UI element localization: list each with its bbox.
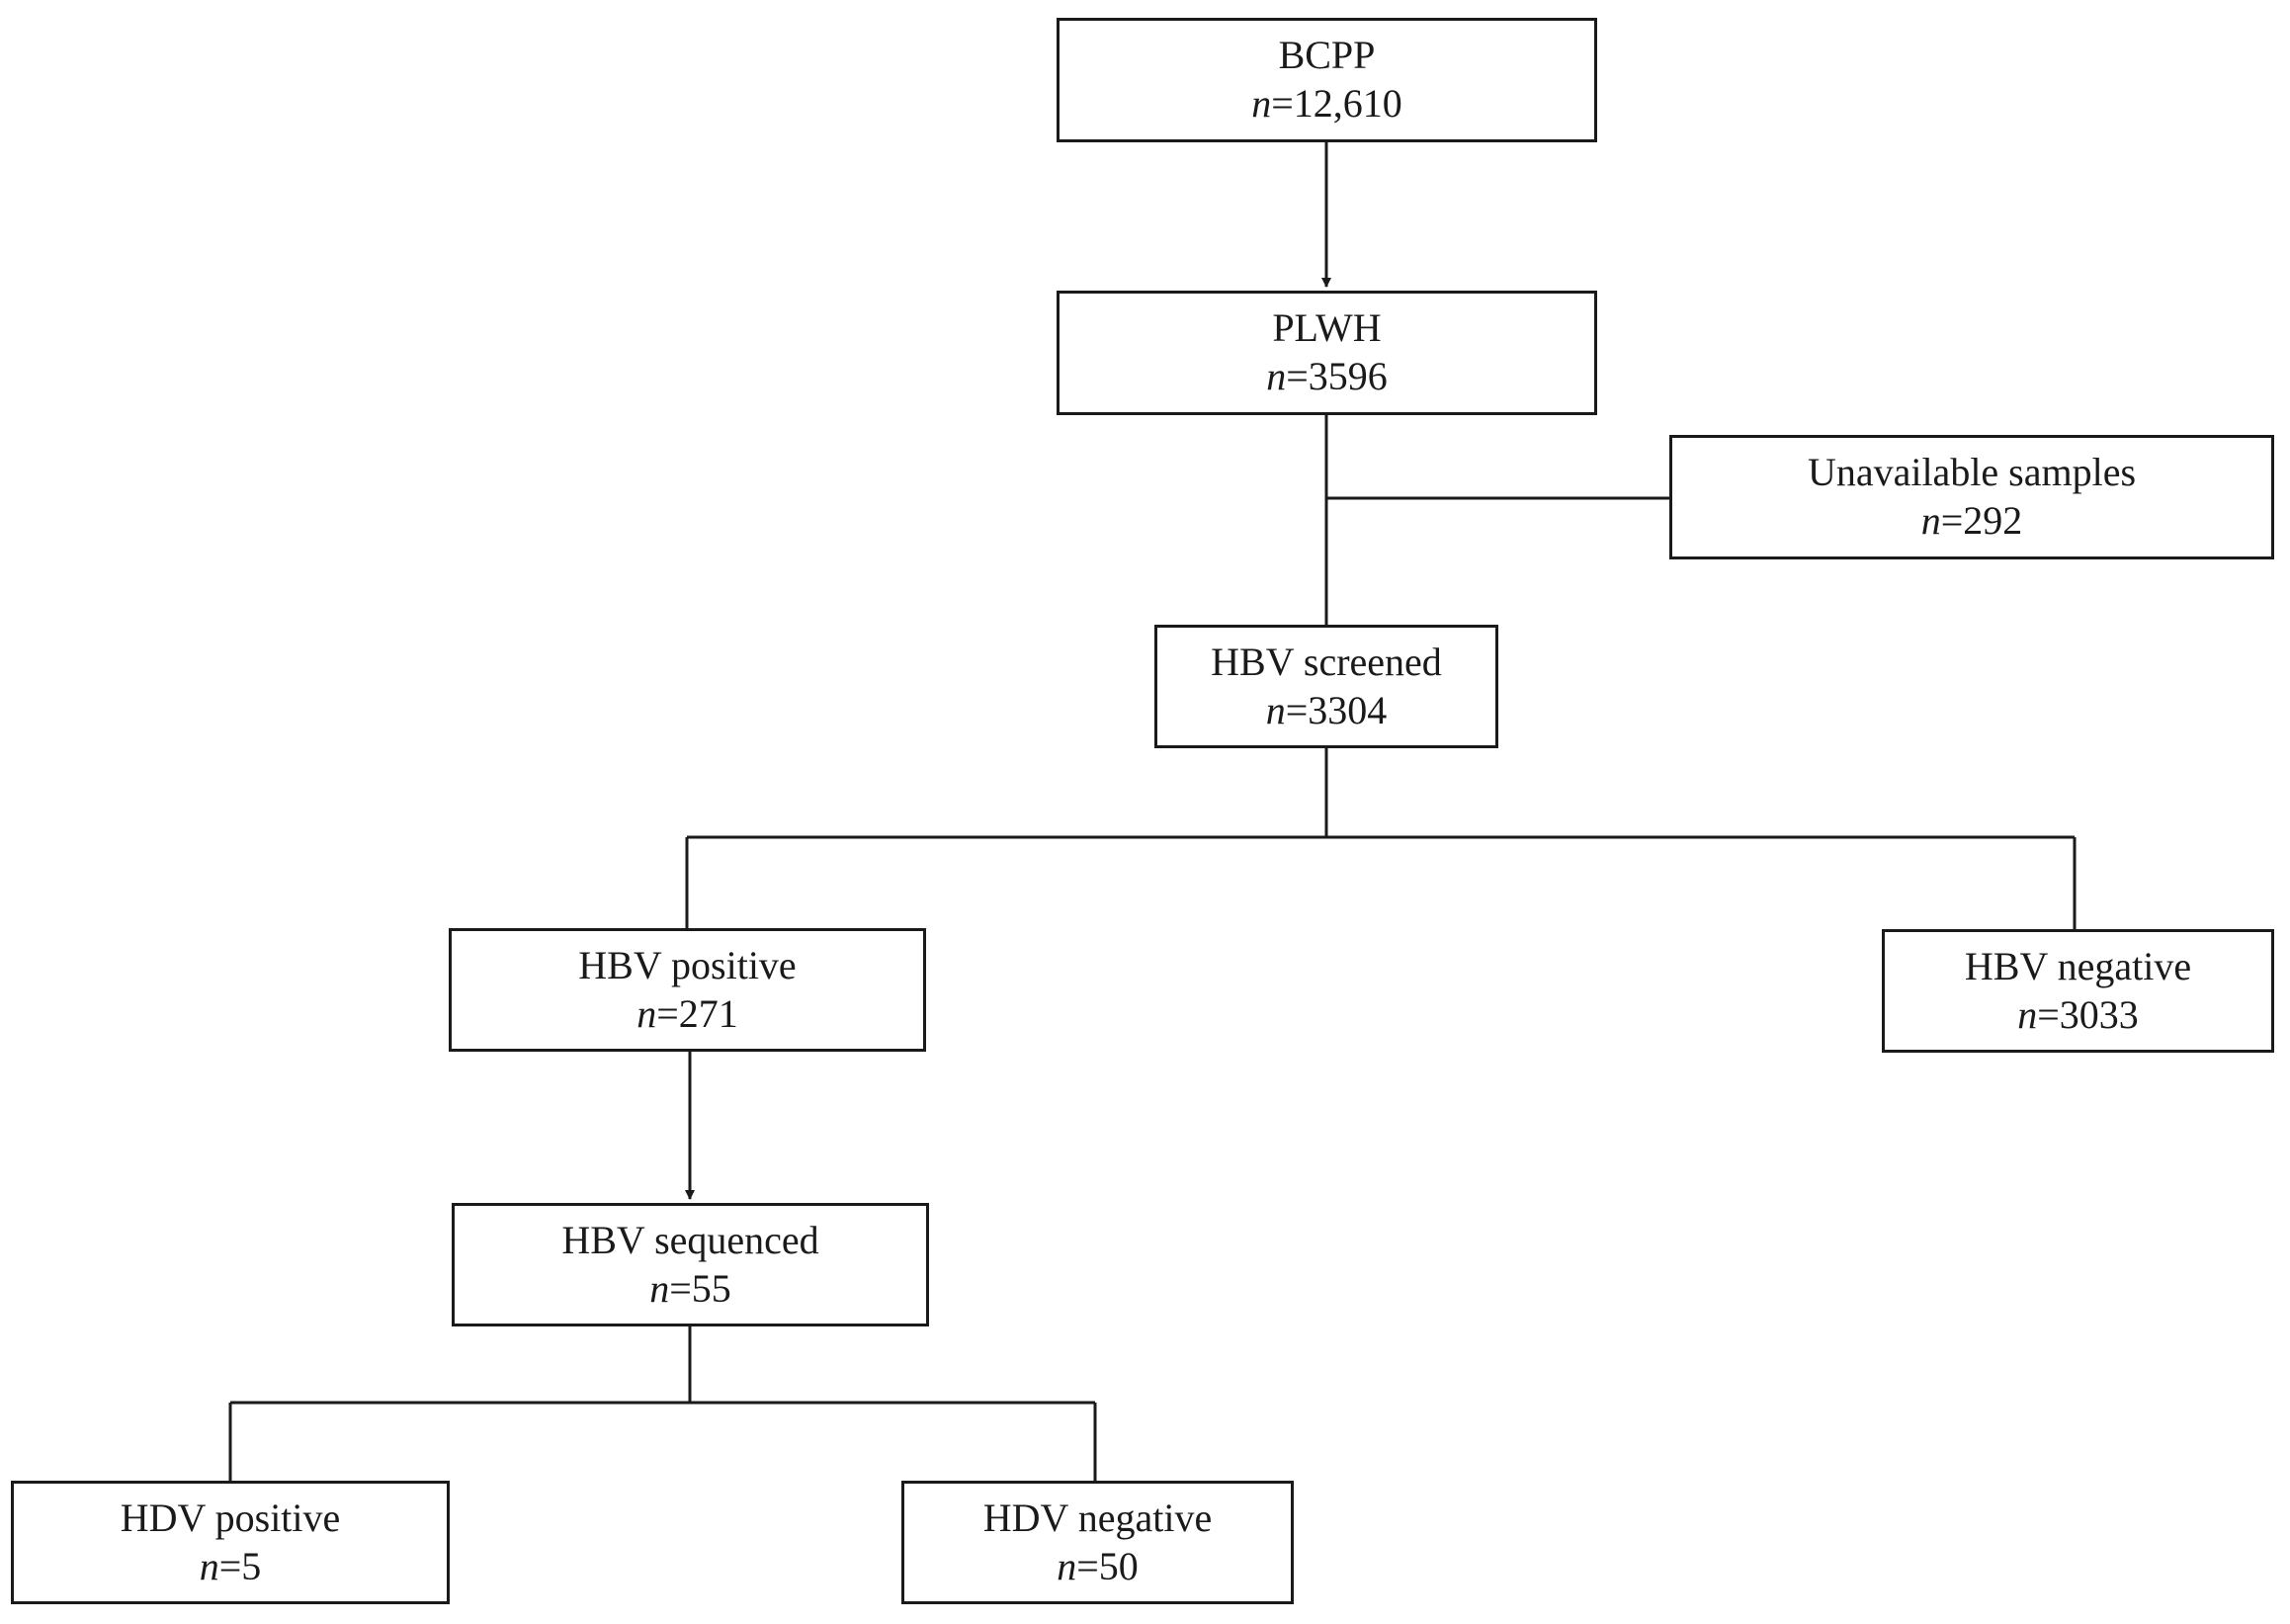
node-count: n=3596	[1266, 353, 1388, 401]
node-title: BCPP	[1278, 33, 1376, 78]
n-value: =3304	[1285, 687, 1388, 732]
n-symbol: n	[199, 1543, 219, 1588]
node-title: HDV negative	[982, 1495, 1213, 1540]
n-value: =292	[1940, 498, 2023, 543]
node-hbv-positive: HBV positive n=271	[449, 928, 926, 1052]
node-count: n=5	[200, 1543, 262, 1591]
n-symbol: n	[649, 1265, 670, 1311]
node-title: HBV negative	[1964, 943, 2192, 988]
n-value: =271	[656, 990, 738, 1036]
node-count: n=55	[649, 1265, 731, 1314]
n-symbol: n	[2017, 991, 2038, 1037]
n-value: =3033	[2037, 991, 2139, 1037]
n-symbol: n	[1251, 81, 1272, 126]
n-value: =3596	[1286, 354, 1388, 398]
node-unavailable-samples: Unavailable samples n=292	[1669, 435, 2274, 559]
node-hbv-sequenced: HBV sequenced n=55	[452, 1203, 929, 1326]
node-hdv-positive: HDV positive n=5	[11, 1481, 450, 1604]
n-value: =55	[669, 1265, 731, 1311]
node-count: n=12,610	[1251, 80, 1402, 128]
node-title: HBV positive	[578, 942, 797, 987]
node-count: n=271	[636, 990, 738, 1039]
node-title: HBV sequenced	[561, 1217, 819, 1262]
node-hbv-negative: HBV negative n=3033	[1882, 929, 2274, 1053]
node-count: n=50	[1057, 1543, 1139, 1591]
n-value: =12,610	[1271, 81, 1402, 126]
n-value: =5	[218, 1543, 262, 1588]
node-hdv-negative: HDV negative n=50	[901, 1481, 1294, 1604]
n-value: =50	[1076, 1543, 1139, 1588]
node-title: PLWH	[1272, 305, 1382, 351]
node-count: n=3033	[2017, 991, 2139, 1040]
node-title: HBV screened	[1211, 639, 1442, 684]
n-symbol: n	[1920, 498, 1941, 543]
node-count: n=292	[1921, 497, 2023, 546]
node-count: n=3304	[1266, 687, 1388, 735]
n-symbol: n	[1057, 1543, 1077, 1588]
n-symbol: n	[1266, 354, 1287, 398]
node-title: HDV positive	[120, 1495, 341, 1540]
node-bcpp: BCPP n=12,610	[1057, 18, 1597, 142]
node-title: Unavailable samples	[1807, 450, 2137, 495]
node-plwh: PLWH n=3596	[1057, 291, 1597, 415]
n-symbol: n	[1265, 687, 1286, 732]
n-symbol: n	[636, 990, 657, 1036]
node-hbv-screened: HBV screened n=3304	[1154, 625, 1498, 748]
